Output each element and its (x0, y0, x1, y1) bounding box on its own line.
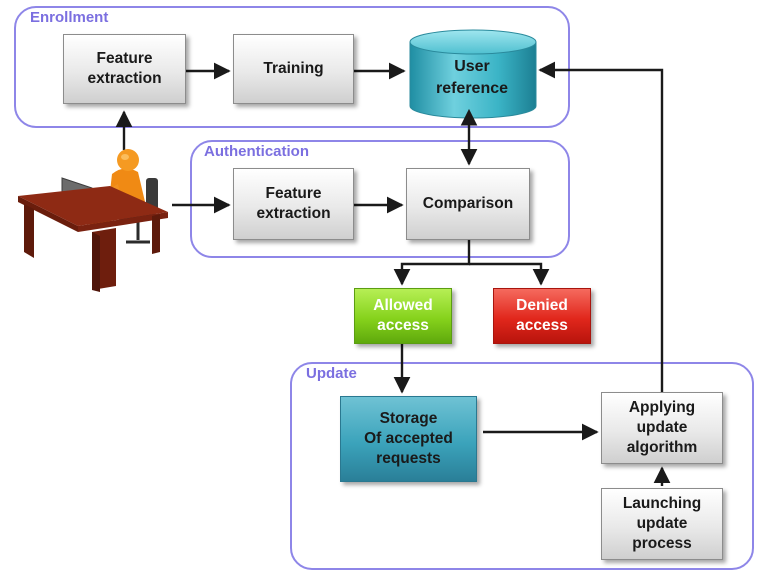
denied-access-box: Denied access (493, 288, 591, 344)
comparison-box: Comparison (406, 168, 530, 240)
user-reference-label: User reference (435, 58, 509, 97)
authentication-label: Authentication (204, 143, 309, 160)
enrollment-feature-extraction: Feature extraction (63, 34, 186, 104)
allowed-access-box: Allowed access (354, 288, 452, 344)
enrollment-label: Enrollment (30, 9, 109, 26)
applying-update-algorithm-box: Applying update algorithm (601, 392, 723, 464)
training-box: Training (233, 34, 354, 104)
authentication-group (190, 140, 570, 258)
arrow-comparison-to-denied (469, 262, 550, 286)
arrow-applying-to-reference (538, 61, 664, 392)
person-at-desk-icon (18, 149, 168, 292)
enrollment-group (14, 6, 570, 128)
update-label: Update (306, 365, 357, 382)
arrow-comparison-to-allowed (393, 240, 471, 286)
storage-box: Storage Of accepted requests (340, 396, 477, 482)
authentication-feature-extraction: Feature extraction (233, 168, 354, 240)
update-group (290, 362, 754, 570)
launching-update-process-box: Launching update process (601, 488, 723, 560)
